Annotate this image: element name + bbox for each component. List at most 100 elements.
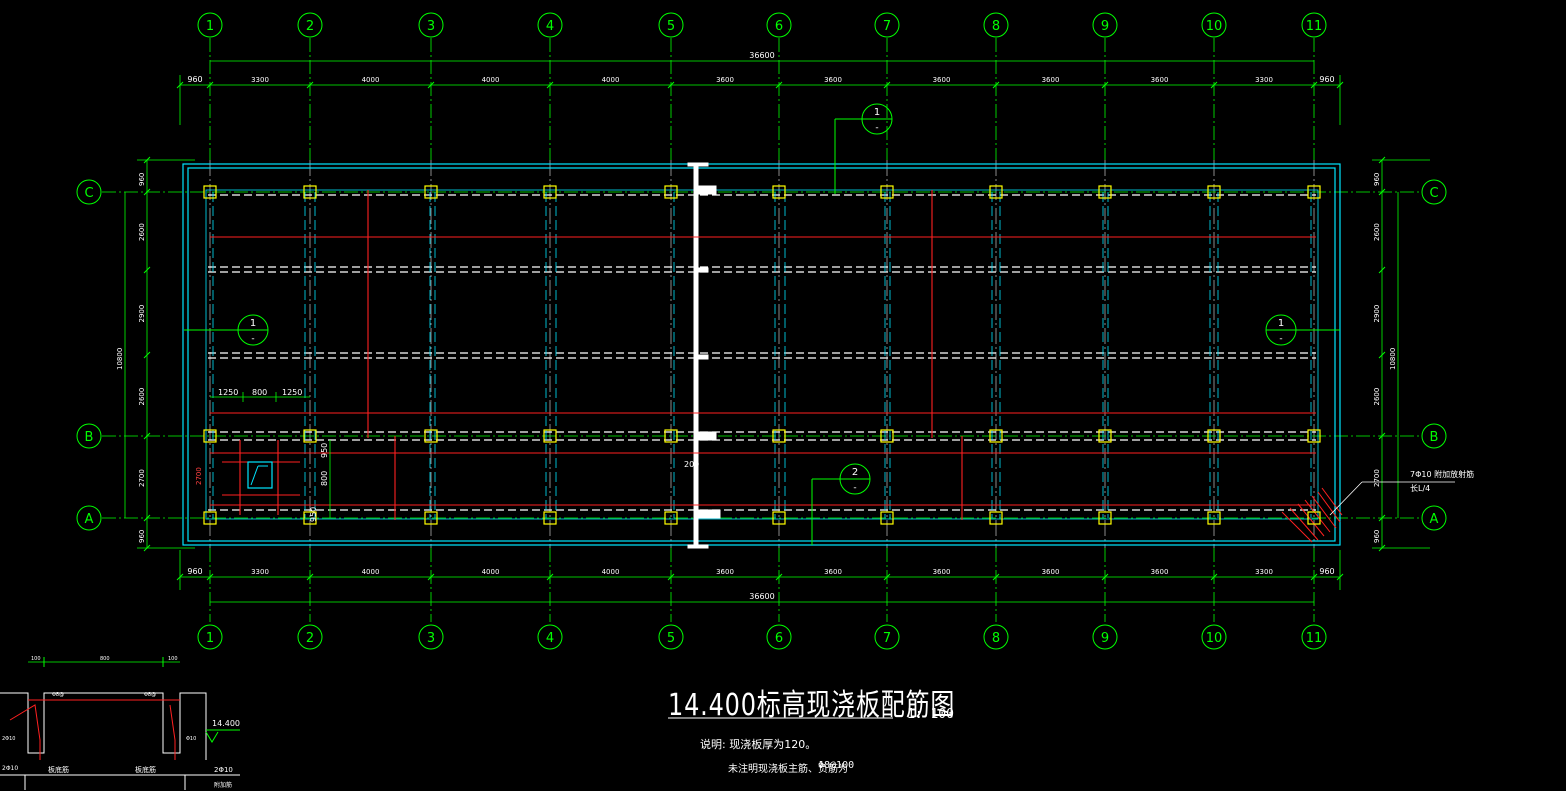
grid-label-col-8: 8 <box>992 631 1000 646</box>
grid-bubble-col-6 <box>766 624 792 650</box>
column-B-1 <box>203 429 217 443</box>
grid-label-col-9: 9 <box>1101 631 1109 646</box>
column-B-3 <box>424 429 438 443</box>
dim-bay-bottom-9: 3300 <box>1255 568 1273 576</box>
opening-dim-1: 1250 <box>218 388 238 397</box>
dim-bay-bottom-3: 4000 <box>602 568 620 576</box>
section-marker-1-top <box>834 103 893 194</box>
column-B-6 <box>772 429 786 443</box>
callout-leader <box>1329 481 1455 516</box>
grid-bubble-col-3 <box>418 12 444 38</box>
drawing-scale: 1: 100 <box>907 707 954 722</box>
section-1-right-num: 1 <box>1278 318 1284 329</box>
grid-bubble-row-C <box>1421 179 1447 205</box>
vdim-tick-right <box>1378 188 1386 196</box>
dim-bay-top-1: 4000 <box>362 76 380 84</box>
grid-label-col-6: 6 <box>775 19 783 34</box>
vdim-value-left-0: 960 <box>138 173 146 186</box>
detail-label-2: 板底筋 <box>135 765 156 774</box>
note-line-3: Φ8@100 <box>818 760 855 771</box>
detail-note: 附加筋 <box>214 781 232 789</box>
structural-columns <box>203 185 1321 525</box>
column-B-2 <box>303 429 317 443</box>
grid-bubble-col-8 <box>983 12 1009 38</box>
column-C-2 <box>303 185 317 199</box>
vdim-tick-right <box>1378 351 1386 359</box>
section-1-left-num: 1 <box>250 318 256 329</box>
column-B-8 <box>989 429 1003 443</box>
section-1-left-sub: - <box>251 334 254 344</box>
detail-label-3: 2Φ10 <box>214 766 233 774</box>
column-A-7 <box>880 511 894 525</box>
column-A-9 <box>1098 511 1112 525</box>
opening-vdim-3: 950 <box>309 507 318 522</box>
vdim-tick-left <box>143 514 151 522</box>
column-C-1 <box>203 185 217 199</box>
opening-vdim-2: 800 <box>320 471 329 486</box>
detail-side-tag-1: 2Φ10 <box>2 736 15 742</box>
dim-bay-bottom-0: 3300 <box>251 568 269 576</box>
dim-bay-top-3: 4000 <box>602 76 620 84</box>
vdim-value-right-5: 960 <box>1373 530 1381 543</box>
grid-label-col-1: 1 <box>206 19 214 34</box>
grid-label-col-10: 10 <box>1206 631 1223 646</box>
grid-bubble-col-1 <box>197 12 223 38</box>
dim-tick-bottom <box>883 573 891 581</box>
dim-tick-top <box>883 81 891 89</box>
section-2-sub: - <box>853 483 856 493</box>
dim-tick-bottom <box>206 573 214 581</box>
grid-label-col-3: 3 <box>427 19 435 34</box>
dim-tick-bottom <box>1210 573 1218 581</box>
dim-tick-top <box>1210 81 1218 89</box>
grid-bubble-col-7 <box>874 12 900 38</box>
slab-opening <box>247 461 273 489</box>
dim-bay-bottom-8: 3600 <box>1151 568 1169 576</box>
opening-vdim-1: 950 <box>320 443 329 458</box>
grid-bubble-col-5 <box>658 12 684 38</box>
detail-rebar-tag-2: Φ8@ <box>144 692 156 698</box>
grid-label-col-2: 2 <box>306 19 314 34</box>
column-B-11 <box>1307 429 1321 443</box>
dim-overhang-right-top: 960 <box>1319 75 1334 84</box>
grid-bubble-col-3 <box>418 624 444 650</box>
grid-label-row-A: A <box>1430 512 1439 527</box>
vertical-beam-lines <box>212 192 1312 518</box>
grid-label-col-11: 11 <box>1306 631 1323 646</box>
dim-bay-bottom-7: 3600 <box>1042 568 1060 576</box>
vdim-tick-left <box>143 432 151 440</box>
vdim-value-right-3: 2600 <box>1373 388 1381 406</box>
dim-bay-top-5: 3600 <box>824 76 842 84</box>
vdim-value-left-4: 2700 <box>138 469 146 487</box>
column-A-1 <box>203 511 217 525</box>
dim-tick-bottom <box>667 573 675 581</box>
dim-bay-bottom-5: 3600 <box>824 568 842 576</box>
dim-bay-bottom-2: 4000 <box>482 568 500 576</box>
dim-bay-top-8: 3600 <box>1151 76 1169 84</box>
grid-label-row-A: A <box>85 512 94 527</box>
grid-bubble-col-2 <box>297 624 323 650</box>
grid-label-col-5: 5 <box>667 19 675 34</box>
dim-bay-top-0: 3300 <box>251 76 269 84</box>
dim-tick-top <box>427 81 435 89</box>
section-1-top-sub: - <box>875 123 878 133</box>
vdim-total-left: 10800 <box>116 348 124 370</box>
grid-label-col-2: 2 <box>306 631 314 646</box>
vdim-value-left-2: 2900 <box>138 305 146 323</box>
dim-overhang-right-bottom: 960 <box>1319 567 1334 576</box>
dim-tick-bottom <box>427 573 435 581</box>
dim-tick-bottom <box>306 573 314 581</box>
section-marker-1-left <box>184 314 269 346</box>
column-C-6 <box>772 185 786 199</box>
detail-bottom-tag: 2Φ10 <box>2 765 18 772</box>
grid-label-col-9: 9 <box>1101 19 1109 34</box>
expansion-joint <box>687 162 721 549</box>
detail-section <box>0 657 240 790</box>
grid-bubble-row-A <box>1421 505 1447 531</box>
corner-rebar-callout: 7Φ10 附加放射筋 长L/4 <box>1410 468 1474 496</box>
vdim-value-right-2: 2900 <box>1373 305 1381 323</box>
grid-bubble-col-8 <box>983 624 1009 650</box>
grid-bubble-col-10 <box>1201 12 1227 38</box>
